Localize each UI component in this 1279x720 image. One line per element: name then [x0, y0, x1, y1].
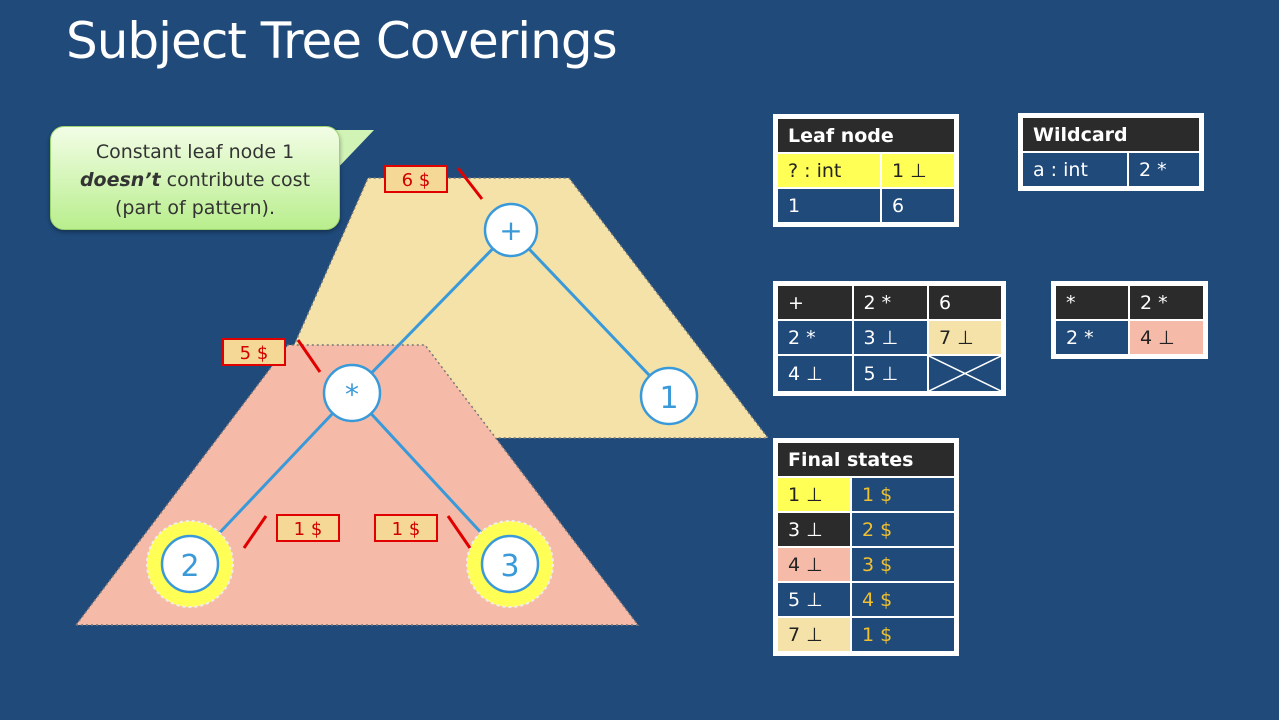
final-states-table: Final states 1 ⊥ 1 $ 3 ⊥ 2 $ 4 ⊥ 3 $ 5 ⊥…	[776, 441, 956, 653]
node-two-label: 2	[180, 549, 199, 584]
mul-table-cell: *	[1054, 284, 1130, 321]
plus-table-empty-cell	[927, 354, 1003, 393]
callout-line-2-rest: contribute cost	[160, 169, 311, 191]
cost-pointer-two	[242, 515, 268, 549]
cost-label-mul: 5 $	[222, 338, 286, 366]
final-table-cost: 2 $	[850, 511, 956, 548]
mul-table-cell: 2 *	[1054, 319, 1130, 356]
wildcard-table-header: Wildcard	[1021, 116, 1201, 153]
leaf-table-cell: 6	[880, 187, 956, 224]
final-table-state: 1 ⊥	[776, 476, 852, 513]
mul-table-cell: 2 *	[1128, 284, 1205, 321]
cost-pointer-mul	[296, 339, 322, 373]
node-three-label: 3	[500, 549, 519, 584]
leaf-table-header: Leaf node	[776, 117, 956, 154]
node-plus-label: +	[499, 214, 522, 247]
final-table-state: 5 ⊥	[776, 581, 852, 618]
plus-table-cell: 6	[927, 284, 1003, 321]
plus-table-cell: 7 ⊥	[927, 319, 1003, 356]
cost-pointer-root	[456, 167, 484, 200]
callout-line-2: doesn’t contribute cost	[51, 166, 339, 194]
leaf-table-cell: 1	[776, 187, 882, 224]
node-two: 2	[160, 534, 220, 594]
page-title: Subject Tree Coverings	[66, 12, 618, 70]
final-table-state: 4 ⊥	[776, 546, 852, 583]
leaf-table-cell: ? : int	[776, 152, 882, 189]
node-three: 3	[480, 534, 540, 594]
mul-table-cell: 4 ⊥	[1128, 319, 1205, 356]
wildcard-table-cell: 2 *	[1127, 151, 1201, 188]
crossed-out-mark	[929, 356, 1001, 391]
node-plus: +	[483, 202, 539, 258]
cost-label-three: 1 $	[374, 514, 438, 542]
final-table-cost: 4 $	[850, 581, 956, 618]
node-mul: *	[322, 363, 382, 423]
plus-table-cell: 3 ⊥	[851, 319, 929, 356]
cost-label-root: 6 $	[384, 165, 448, 193]
plus-table-cell: 4 ⊥	[776, 354, 854, 393]
cost-pointer-three	[446, 515, 472, 549]
node-one-label: 1	[659, 381, 678, 416]
plus-table-cell: 2 *	[851, 284, 929, 321]
node-mul-label: *	[345, 378, 359, 411]
node-one: 1	[639, 366, 699, 426]
callout-line-3: (part of pattern).	[114, 197, 276, 219]
final-table-header: Final states	[776, 441, 956, 478]
plus-table-cell: 5 ⊥	[851, 354, 929, 393]
final-table-state: 7 ⊥	[776, 616, 852, 653]
callout-note: Constant leaf node 1 doesn’t contribute …	[50, 126, 340, 230]
callout-emphasis: doesn’t	[79, 169, 161, 191]
edge-plus-mul	[350, 228, 513, 395]
final-table-cost: 1 $	[850, 476, 956, 513]
plus-operator-table: + 2 * 6 2 * 3 ⊥ 7 ⊥ 4 ⊥ 5 ⊥	[776, 284, 1003, 393]
final-table-cost: 1 $	[850, 616, 956, 653]
leaf-node-table: Leaf node ? : int 1 ⊥ 1 6	[776, 117, 956, 224]
mul-operator-table: * 2 * 2 * 4 ⊥	[1054, 284, 1205, 356]
final-table-state: 3 ⊥	[776, 511, 852, 548]
callout-line-1: Constant leaf node 1	[95, 141, 295, 163]
wildcard-table-cell: a : int	[1021, 151, 1129, 188]
plus-table-cell: +	[776, 284, 854, 321]
final-table-cost: 3 $	[850, 546, 956, 583]
plus-table-cell: 2 *	[776, 319, 854, 356]
edge-plus-one	[509, 228, 671, 398]
leaf-table-cell: 1 ⊥	[880, 152, 956, 189]
wildcard-table: Wildcard a : int 2 *	[1021, 116, 1201, 188]
cost-label-two: 1 $	[276, 514, 340, 542]
